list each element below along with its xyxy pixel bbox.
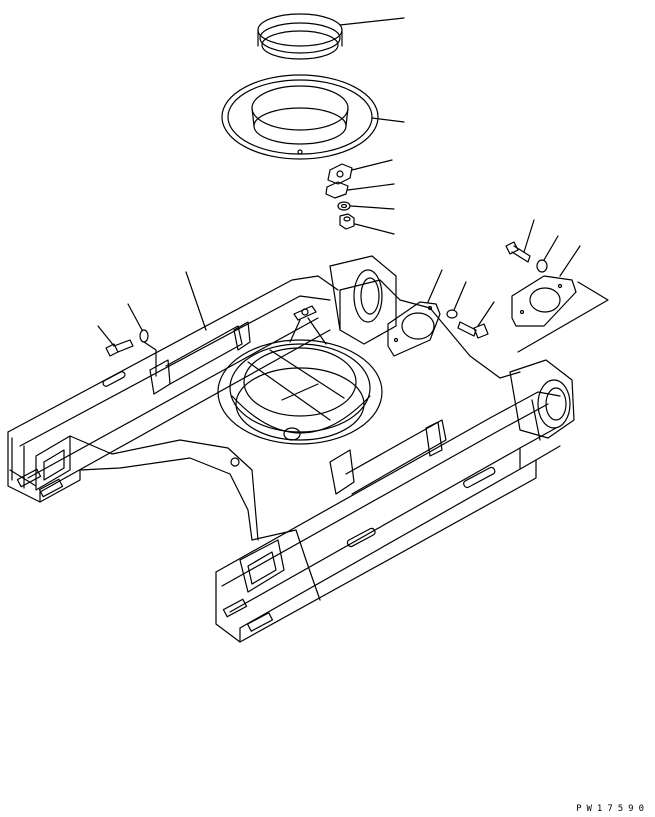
cover-left-part [387,301,441,357]
leader-bolt-middle [477,301,495,327]
washer-right-upper-part [536,259,548,273]
cover-right-part [511,275,577,327]
bolt-middle-part [457,321,489,339]
bolt-left-part [105,339,134,357]
track-frame-part [7,255,575,643]
seal-ring-part [257,13,343,60]
leader-cover-left [427,269,443,303]
leader-cover-right-bracket [517,281,609,353]
washer-part [337,201,351,211]
leader-nut [354,223,395,235]
seal-retainer-part [221,74,379,160]
leader-washer-right-upper [543,235,559,261]
leader-seal-ring [339,17,405,26]
shim-part [325,181,349,199]
leader-plate [351,159,393,171]
leader-washer-left-bracket [143,341,157,377]
plate-part [327,163,353,185]
leader-bolt-left [97,325,115,347]
leader-washer-left [127,303,143,331]
leader-washer [350,205,395,210]
drawing-code: PW17590 [576,804,649,814]
leader-shim [347,183,395,191]
leader-washer-middle [453,281,467,311]
leader-bolt-right-upper [523,219,535,253]
leader-cover-right [559,245,581,277]
washer-left-part [139,329,149,343]
washer-middle-part [446,309,458,319]
bolt-right-upper-part [505,241,531,263]
leader-seal-retainer [371,117,405,123]
leader-track-frame [185,271,207,331]
nut-part [339,213,355,230]
